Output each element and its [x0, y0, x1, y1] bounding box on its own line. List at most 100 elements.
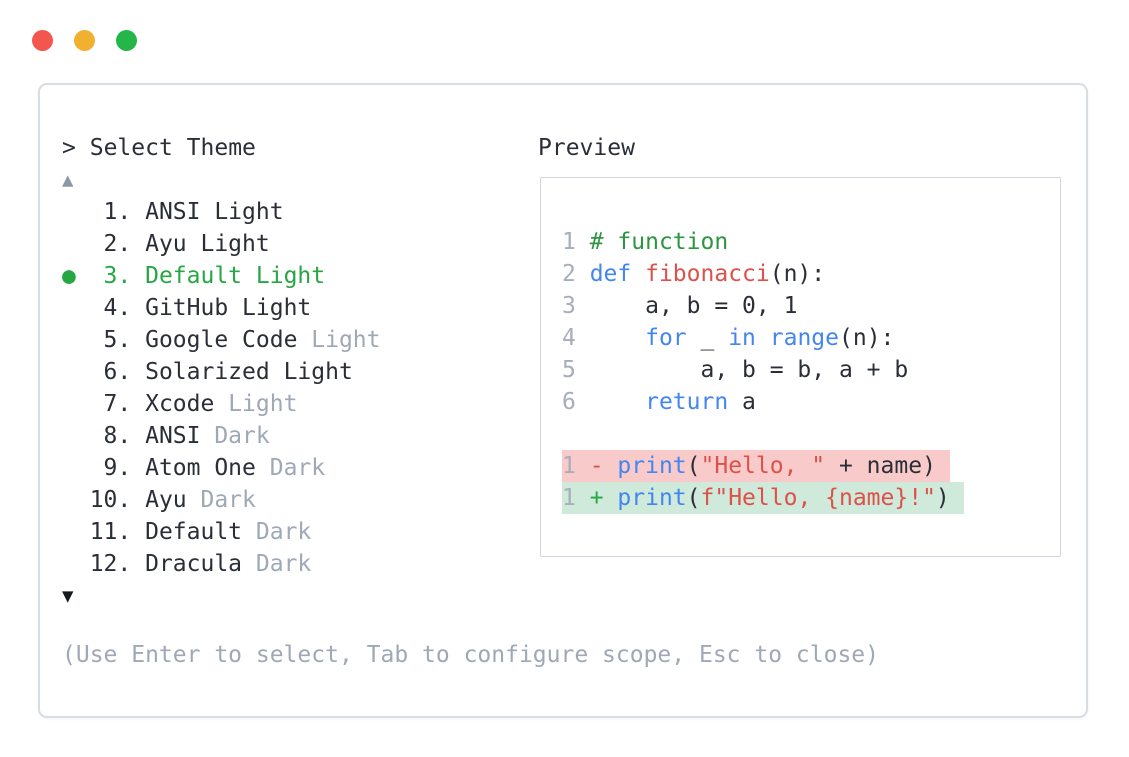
code-line: 1 # function	[562, 226, 1060, 258]
marker-spacer	[62, 519, 90, 545]
code-line: 4 for _ in range(n):	[562, 322, 1060, 354]
line-number: 1	[562, 453, 590, 479]
token-kw: print	[617, 485, 687, 511]
theme-list: 1. ANSI Light 2. Ayu Light● 3. Default L…	[62, 196, 879, 580]
marker-spacer	[62, 295, 90, 321]
theme-variant: Light	[269, 359, 353, 385]
line-content: 4 for _ in range(n):	[562, 322, 894, 354]
theme-number: 10.	[89, 487, 146, 513]
selected-dot-icon: ●	[62, 263, 90, 289]
token-plain	[590, 325, 645, 351]
theme-name: Atom One	[145, 455, 256, 481]
theme-option-ayu-dark[interactable]: 10. Ayu Dark	[62, 484, 879, 516]
token-kw: range	[769, 325, 839, 351]
theme-name: Default	[145, 263, 243, 289]
code-blank-line	[562, 418, 1060, 450]
triangle-up-icon: ▲	[62, 169, 74, 191]
theme-number: 12.	[89, 551, 146, 577]
theme-selector-panel: > Select Theme ▲ 1. ANSI Light 2. Ayu Li…	[38, 83, 1088, 718]
diff-del-line: 1 - print("Hello, " + name)	[562, 450, 1060, 482]
theme-name: Default	[145, 519, 243, 545]
theme-option-ansi-light[interactable]: 1. ANSI Light	[62, 196, 879, 228]
token-str: "Hello, "	[700, 453, 826, 479]
theme-name: ANSI	[145, 199, 201, 225]
theme-variant: Light	[186, 231, 270, 257]
theme-name: ANSI	[145, 423, 201, 449]
theme-option-default-light[interactable]: ● 3. Default Light	[62, 260, 879, 292]
line-number: 1	[562, 485, 590, 511]
theme-number: 5.	[89, 327, 146, 353]
token-plain: )	[935, 485, 950, 511]
theme-option-atom-one-dark[interactable]: 9. Atom One Dark	[62, 452, 879, 484]
theme-number: 6.	[89, 359, 146, 385]
token-del: -	[589, 453, 618, 479]
theme-option-github-light[interactable]: 4. GitHub Light	[62, 292, 879, 324]
token-kw: def	[589, 261, 632, 287]
code-line: 5 a, b = b, a + b	[562, 354, 1060, 386]
theme-option-default-dark[interactable]: 11. Default Dark	[62, 516, 879, 548]
code-line: 6 return a	[562, 386, 1060, 418]
theme-name: Google Code	[145, 327, 298, 353]
token-plain: a	[728, 389, 756, 415]
theme-number: 4.	[89, 295, 146, 321]
theme-variant: Light	[200, 199, 284, 225]
marker-spacer	[62, 487, 90, 513]
theme-name: Ayu	[145, 231, 187, 257]
theme-number: 3.	[89, 263, 146, 289]
theme-selector-left-column: > Select Theme ▲ 1. ANSI Light 2. Ayu Li…	[62, 132, 879, 671]
marker-spacer	[62, 391, 90, 417]
triangle-down-icon: ▼	[62, 585, 74, 607]
zoom-button[interactable]	[116, 30, 137, 51]
theme-name: Dracula	[145, 551, 243, 577]
theme-option-solarized-light[interactable]: 6. Solarized Light	[62, 356, 879, 388]
theme-variant: Dark	[242, 551, 312, 577]
diff-add-line: 1 + print(f"Hello, {name}!")	[562, 482, 1060, 514]
theme-option-ansi-dark[interactable]: 8. ANSI Dark	[62, 420, 879, 452]
line-number: 2	[562, 261, 590, 287]
prompt-caret: >	[62, 135, 76, 161]
line-content: 6 return a	[562, 386, 756, 418]
line-number: 6	[562, 389, 590, 415]
token-plain: (n):	[839, 325, 895, 351]
code-line: 3 a, b = 0, 1	[562, 290, 1060, 322]
token-plain	[590, 389, 645, 415]
theme-option-ayu-light[interactable]: 2. Ayu Light	[62, 228, 879, 260]
theme-option-xcode-light[interactable]: 7. Xcode Light	[62, 388, 879, 420]
token-kw: return	[645, 389, 729, 415]
theme-name: Ayu	[145, 487, 187, 513]
token-plain: a, b = 0, 1	[589, 293, 798, 319]
line-content: 1 # function	[562, 226, 728, 258]
minimize-button[interactable]	[74, 30, 95, 51]
token-plain: (n):	[769, 261, 826, 287]
prompt-line: > Select Theme	[62, 132, 879, 164]
scroll-up-indicator[interactable]: ▲	[62, 164, 879, 196]
scroll-down-indicator[interactable]: ▼	[62, 580, 879, 612]
close-button[interactable]	[32, 30, 53, 51]
theme-variant: Dark	[242, 519, 312, 545]
line-number: 5	[562, 357, 590, 383]
theme-option-dracula-dark[interactable]: 12. Dracula Dark	[62, 548, 879, 580]
marker-spacer	[62, 359, 90, 385]
marker-spacer	[62, 455, 90, 481]
theme-variant: Dark	[200, 423, 270, 449]
line-number: 4	[562, 325, 590, 351]
marker-spacer	[62, 551, 90, 577]
preview-label: Preview	[538, 135, 635, 161]
token-plain: a, b = b, a + b	[589, 357, 909, 383]
line-number: 1	[562, 229, 590, 255]
line-content: 1 + print(f"Hello, {name}!")	[562, 482, 964, 514]
theme-variant: Dark	[255, 455, 326, 481]
window-controls	[32, 30, 137, 51]
theme-variant: Dark	[186, 487, 256, 513]
theme-name: Solarized	[145, 359, 270, 385]
theme-option-google-code-light[interactable]: 5. Google Code Light	[62, 324, 879, 356]
theme-variant: Light	[214, 391, 298, 417]
theme-variant: Light	[228, 295, 312, 321]
theme-name: GitHub	[145, 295, 229, 321]
marker-spacer	[62, 423, 90, 449]
theme-number: 7.	[89, 391, 146, 417]
token-fn: fibonacci	[645, 261, 770, 287]
token-comment: # function	[589, 229, 729, 255]
